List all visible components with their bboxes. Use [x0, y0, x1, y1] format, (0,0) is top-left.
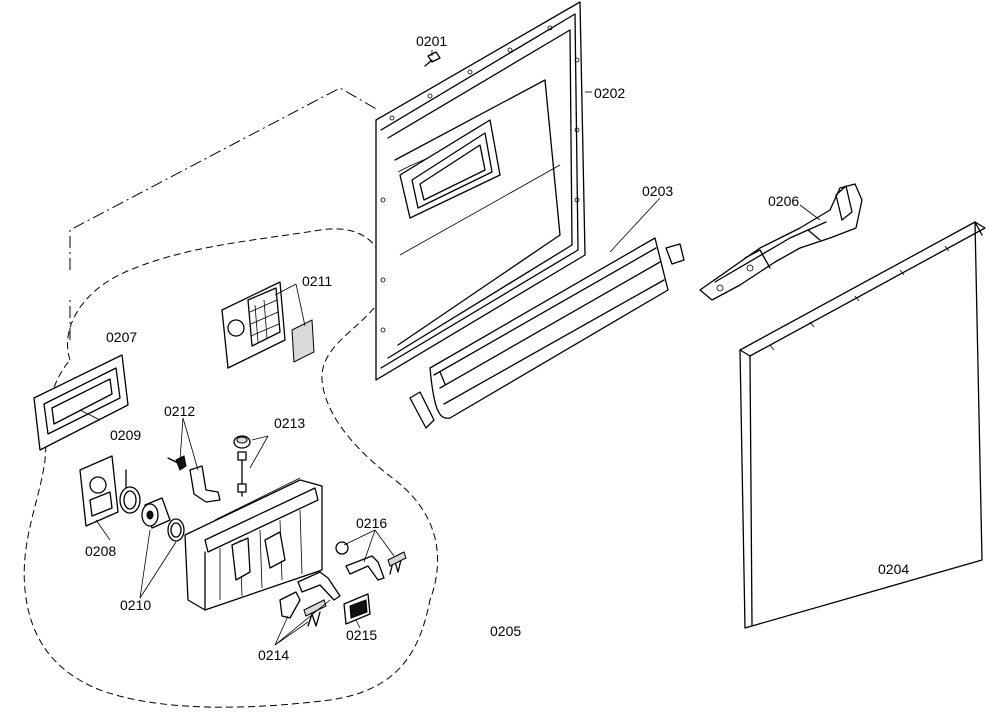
outer-door-0204 [739, 221, 986, 629]
callout-0212: 0212 [164, 403, 196, 419]
plug-0213-top [233, 435, 251, 449]
callout-0208: 0208 [85, 543, 117, 559]
callout-0211: 0211 [302, 273, 333, 289]
switch-0215 [343, 593, 371, 625]
spring-0216 [387, 551, 407, 575]
lever-0216 [345, 555, 385, 581]
lever-0214-b [297, 571, 341, 601]
inner-door-0202 [375, 1, 586, 381]
seal-ring-left [119, 486, 141, 514]
callout-0213: 0213 [274, 415, 306, 431]
callout-0210: 0210 [120, 597, 152, 613]
hinge-part [409, 391, 435, 429]
hinge-bracket-0206 [699, 183, 863, 301]
dispenser-body [184, 477, 323, 611]
callout-0202: 0202 [594, 85, 626, 101]
callout-0207: 0207 [106, 329, 138, 345]
callout-0203: 0203 [642, 183, 674, 199]
clip-0212 [189, 465, 221, 503]
callout-0206: 0206 [768, 193, 800, 209]
cap-0210 [141, 497, 171, 529]
callout-0205: 0205 [490, 623, 522, 639]
frame-0207 [33, 354, 129, 451]
screw-0212 [167, 455, 187, 471]
door-strip-0203 [429, 237, 669, 419]
leader-lines [79, 50, 821, 646]
plug-0213-pin [237, 451, 247, 497]
screw-0201 [424, 51, 441, 67]
panel-0211 [221, 281, 286, 369]
callout-0214: 0214 [258, 647, 290, 663]
seal-ring-right [167, 518, 185, 542]
callout-0204: 0204 [878, 561, 910, 577]
callout-0209: 0209 [110, 427, 142, 443]
assembly-0205-outline [23, 228, 439, 708]
spring-0214 [303, 599, 327, 627]
vent-0208 [79, 455, 127, 527]
lever-0214 [279, 591, 301, 619]
clip-part [665, 243, 685, 265]
callout-0216: 0216 [356, 515, 388, 531]
callout-0215: 0215 [346, 627, 378, 643]
window-0211 [291, 319, 315, 363]
washer-0216 [335, 541, 349, 555]
leader-dashdot [69, 87, 379, 270]
callout-0201: 0201 [416, 33, 448, 49]
